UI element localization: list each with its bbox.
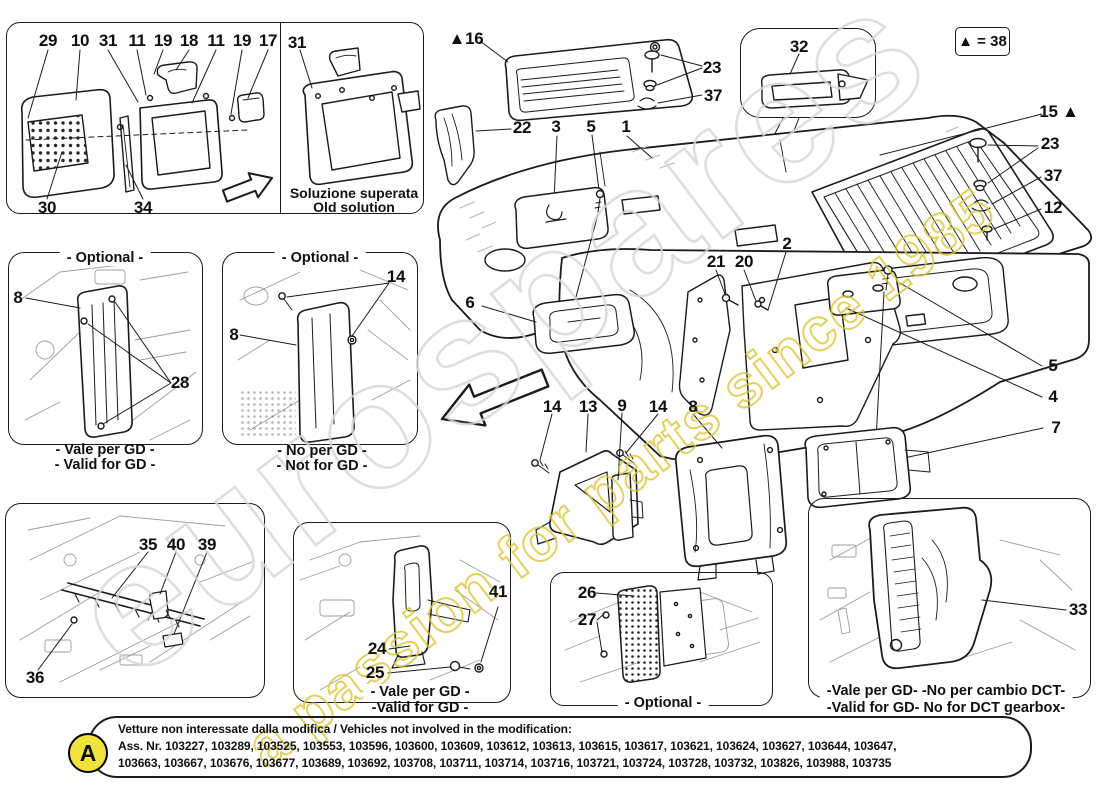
part-callout-41[interactable]: 41 xyxy=(488,582,508,601)
dct-caption-en: -Valid for GD- No for DCT gearbox- xyxy=(826,700,1066,716)
part-callout-14[interactable]: 14 xyxy=(386,267,406,286)
part-callout-34[interactable]: 34 xyxy=(133,198,153,217)
part-callout-31[interactable]: 31 xyxy=(287,33,307,52)
note-line-3: 103663, 103667, 103676, 103677, 103689, … xyxy=(118,756,892,770)
part-callout-33[interactable]: 33 xyxy=(1068,600,1088,619)
note-badge-a: A xyxy=(68,733,108,773)
part-callout-32[interactable]: 32 xyxy=(789,37,809,56)
part-callout-12[interactable]: 12 xyxy=(1043,198,1063,217)
optional-no-gd-caption-it: - No per GD - xyxy=(277,443,367,459)
optional-small-caption: - Optional - xyxy=(617,695,709,711)
part-callout-29[interactable]: 29 xyxy=(38,31,58,50)
sill-detail-inset-box xyxy=(5,503,265,698)
valid-gd-caption-it: - Vale per GD - xyxy=(363,684,477,700)
part-callout-6[interactable]: 6 xyxy=(465,293,475,312)
optional-gd-caption-it: - Vale per GD - xyxy=(55,442,155,458)
part-callout-30[interactable]: 30 xyxy=(37,198,57,217)
optional-gd-title: - Optional - xyxy=(59,250,151,266)
gd-bracket-inset-box xyxy=(293,522,511,703)
part-callout-35[interactable]: 35 xyxy=(138,535,158,554)
part-callout-19[interactable]: 19 xyxy=(232,31,252,50)
dct-caption-it: -Vale per GD- -No per cambio DCT- xyxy=(819,683,1073,699)
part-callout-28[interactable]: 28 xyxy=(170,373,190,392)
part-callout-11[interactable]: 11 xyxy=(207,31,225,50)
part-callout-16[interactable]: ▲16 xyxy=(448,29,484,48)
part-callout-37[interactable]: 37 xyxy=(703,86,723,105)
part-callout-14[interactable]: 14 xyxy=(542,397,562,416)
part-callout-2[interactable]: 2 xyxy=(782,234,792,253)
part-callout-4[interactable]: 4 xyxy=(1048,387,1058,406)
part-callout-8[interactable]: 8 xyxy=(229,325,239,344)
part-callout-23[interactable]: 23 xyxy=(1040,134,1060,153)
part-callout-9[interactable]: 9 xyxy=(617,396,627,415)
part-callout-31[interactable]: 31 xyxy=(98,31,118,50)
inset-box-divider xyxy=(280,22,281,214)
valid-gd-caption-en: -Valid for GD - xyxy=(371,700,469,716)
part-callout-17[interactable]: 17 xyxy=(258,31,278,50)
part-callout-5[interactable]: 5 xyxy=(586,117,596,136)
note-line-2: Ass. Nr. 103227, 103289, 103525, 103553,… xyxy=(118,739,897,753)
part-callout-39[interactable]: 39 xyxy=(197,535,217,554)
optional-no-gd-title: - Optional - xyxy=(274,250,366,266)
part-callout-20[interactable]: 20 xyxy=(734,252,754,271)
part-callout-27[interactable]: 27 xyxy=(577,610,597,629)
part-callout-18[interactable]: 18 xyxy=(179,31,199,50)
note-line-1: Vetture non interessate dalla modifica /… xyxy=(118,722,572,736)
instrument-panel-inset-box xyxy=(6,22,424,214)
part-callout-13[interactable]: 13 xyxy=(578,397,598,416)
part-callout-8[interactable]: 8 xyxy=(688,397,698,416)
part-callout-21[interactable]: 21 xyxy=(706,252,726,271)
part-callout-36[interactable]: 36 xyxy=(25,668,45,687)
part-callout-26[interactable]: 26 xyxy=(577,583,597,602)
optional-gd-caption-en: - Valid for GD - xyxy=(54,457,156,473)
triangle-legend: ▲ = 38 xyxy=(955,27,1010,56)
part-callout-5[interactable]: 5 xyxy=(1048,356,1058,375)
part-callout-25[interactable]: 25 xyxy=(365,663,385,682)
part-callout-19[interactable]: 19 xyxy=(153,31,173,50)
part-callout-14[interactable]: 14 xyxy=(648,397,668,416)
part-callout-23[interactable]: 23 xyxy=(702,58,722,77)
old-solution-caption-en: Old solution xyxy=(313,199,395,215)
part-callout-1[interactable]: 1 xyxy=(621,117,631,136)
optional-no-gd-caption-en: - Not for GD - xyxy=(276,458,368,474)
glovebox-handle-inset-box xyxy=(740,28,876,118)
part-callout-8[interactable]: 8 xyxy=(13,288,23,307)
part-callout-7[interactable]: 7 xyxy=(1051,418,1061,437)
part-callout-40[interactable]: 40 xyxy=(166,535,186,554)
part-callout-22[interactable]: 22 xyxy=(512,118,532,137)
part-callout-10[interactable]: 10 xyxy=(70,31,90,50)
part-callout-15[interactable]: 15 ▲ xyxy=(1039,102,1079,121)
part-callout-37[interactable]: 37 xyxy=(1043,166,1063,185)
part-callout-11[interactable]: 11 xyxy=(128,31,146,50)
part-callout-24[interactable]: 24 xyxy=(367,639,387,658)
part-callout-3[interactable]: 3 xyxy=(551,117,561,136)
old-solution-caption-it: Soluzione superata xyxy=(289,185,419,201)
